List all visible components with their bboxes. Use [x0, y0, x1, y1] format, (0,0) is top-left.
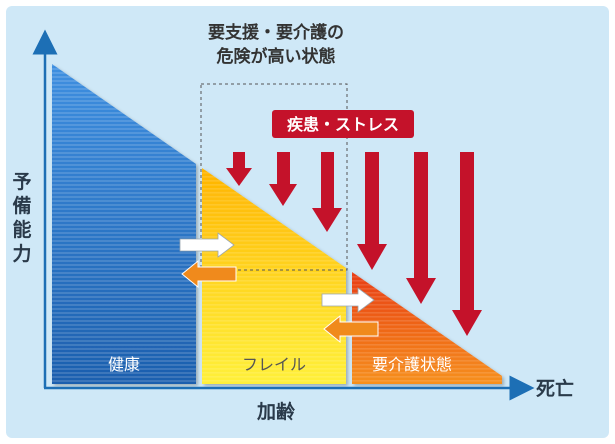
x-axis-end-label: 死亡 [536, 377, 574, 400]
stress-arrow-2 [269, 152, 297, 206]
y-axis-label: 予 備 能 力 [12, 171, 31, 265]
risk-callout-line2: 危険が高い状態 [216, 46, 336, 67]
progression-arrow-1 [179, 232, 235, 258]
y-axis-char-2: 備 [12, 194, 31, 217]
risk-callout-box [200, 83, 348, 271]
stage-label-frail: フレイル [242, 355, 306, 374]
stress-label: 疾患・ストレス [287, 115, 399, 134]
recovery-arrows [181, 259, 379, 344]
y-axis-char-3: 能 [12, 218, 31, 241]
stress-arrow-1 [226, 152, 252, 186]
frail-region [202, 168, 346, 384]
risk-callout-line1: 要支援・要介護の [208, 22, 344, 43]
stress-badge [272, 110, 414, 138]
y-axis-char-1: 予 [12, 171, 31, 193]
stress-arrow-4 [357, 152, 387, 270]
recovery-arrow-1 [181, 259, 237, 289]
recovery-arrow-2 [323, 314, 379, 344]
y-axis-char-4: 力 [12, 242, 31, 265]
stress-arrow-6 [452, 152, 482, 336]
healthy-region [52, 64, 196, 384]
progression-arrows [179, 232, 375, 313]
x-axis-label: 加齢 [256, 400, 296, 423]
care-region [352, 272, 502, 384]
progression-arrow-2 [321, 287, 375, 313]
stress-arrow-3 [312, 152, 342, 232]
stress-arrow-5 [406, 152, 436, 304]
stress-arrows [226, 152, 482, 336]
stage-label-healthy: 健康 [108, 355, 140, 374]
stage-label-care: 要介護状態 [372, 355, 452, 374]
